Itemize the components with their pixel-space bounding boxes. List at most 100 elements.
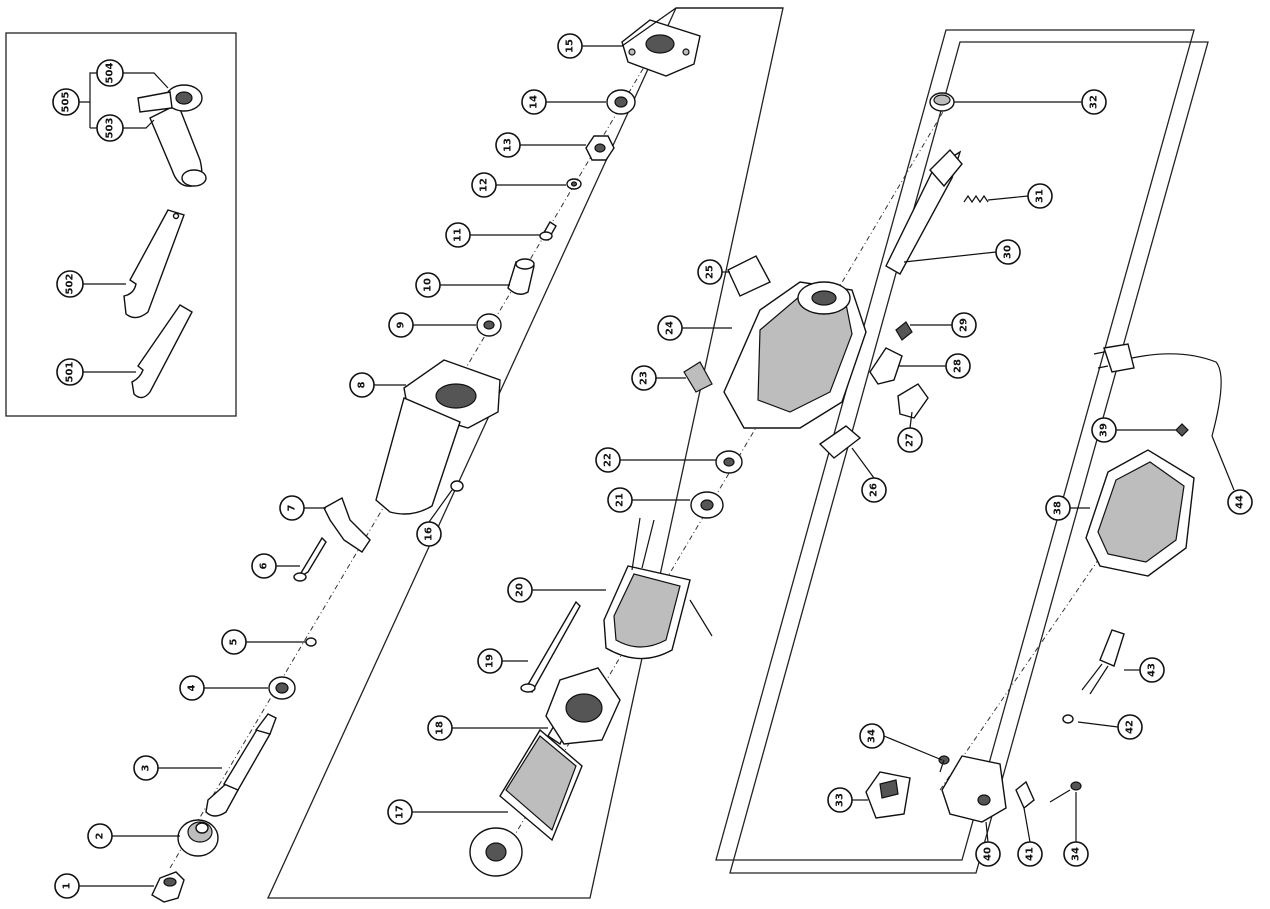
callout-40: 40	[975, 841, 1001, 867]
housing-section-frame-back	[715, 29, 1195, 861]
part-22-bearing	[715, 450, 743, 474]
callout-8: 8	[349, 372, 375, 398]
callout-3: 3	[133, 755, 159, 781]
svg-text:24: 24	[665, 321, 676, 335]
part-20-stator	[603, 517, 713, 660]
callout-26: 26	[861, 477, 887, 503]
svg-text:31: 31	[1035, 189, 1046, 203]
part-12-washer	[566, 178, 582, 190]
callout-9: 9	[388, 312, 414, 338]
svg-text:10: 10	[423, 278, 434, 292]
part-9-bearing	[476, 313, 502, 337]
svg-text:15: 15	[565, 39, 576, 53]
part-2-collet	[177, 819, 219, 857]
part-18-baffle	[545, 667, 621, 745]
part-43-cord-guard	[1081, 629, 1125, 695]
part-41-clamp	[1015, 780, 1035, 810]
callout-10: 10	[415, 272, 441, 298]
svg-text:4: 4	[187, 684, 198, 691]
svg-text:19: 19	[485, 654, 496, 668]
svg-text:27: 27	[905, 433, 916, 447]
callout-23: 23	[631, 365, 657, 391]
part-29-brush	[895, 321, 913, 341]
callout-4: 4	[179, 675, 205, 701]
callout-34-bottom: 34	[1063, 841, 1089, 867]
svg-text:41: 41	[1025, 847, 1036, 861]
part-24-motor-housing	[723, 281, 867, 429]
part-27-brush-cap	[897, 383, 929, 419]
svg-text:16: 16	[424, 527, 435, 541]
callout-34-top: 34	[859, 723, 885, 749]
svg-text:42: 42	[1125, 720, 1136, 734]
switch-axis	[939, 469, 1161, 791]
svg-text:21: 21	[615, 493, 626, 507]
part-38-handle-cover	[1085, 449, 1195, 577]
part-28-brush-holder	[869, 347, 903, 385]
callout-19: 19	[477, 648, 503, 674]
svg-text:28: 28	[953, 359, 964, 373]
part-7-bracket	[323, 496, 371, 553]
part-34-screw-bottom	[1049, 781, 1082, 803]
svg-text:17: 17	[395, 805, 406, 819]
callout-18: 18	[427, 715, 453, 741]
part-40-switch-base	[941, 755, 1007, 823]
callout-14: 14	[521, 89, 547, 115]
callout-21: 21	[607, 487, 633, 513]
part-31-spring	[963, 194, 989, 204]
svg-text:32: 32	[1089, 95, 1100, 109]
callout-11: 11	[445, 222, 471, 248]
housing-section-frame-front	[729, 41, 1209, 874]
callout-2: 2	[87, 823, 113, 849]
part-10-sleeve	[507, 258, 535, 295]
part-1-nut	[151, 871, 185, 903]
svg-text:505: 505	[61, 92, 72, 113]
svg-text:2: 2	[95, 832, 106, 839]
accessories-box	[5, 32, 237, 417]
part-15-housing-plate	[621, 19, 701, 77]
callout-33: 33	[827, 787, 853, 813]
callout-44: 44	[1227, 489, 1253, 515]
svg-text:3: 3	[141, 764, 152, 771]
callout-6: 6	[251, 553, 277, 579]
callout-501: 501	[56, 358, 84, 386]
svg-text:20: 20	[515, 583, 526, 597]
callout-20: 20	[507, 577, 533, 603]
part-4-bearing	[268, 676, 296, 700]
svg-text:501: 501	[65, 362, 76, 383]
svg-text:44: 44	[1235, 495, 1246, 509]
svg-text:29: 29	[959, 318, 970, 332]
svg-text:1: 1	[62, 882, 73, 889]
part-16-washer	[450, 480, 464, 492]
part-6-screw	[293, 536, 327, 582]
svg-text:11: 11	[453, 228, 464, 242]
part-11-bolt	[539, 221, 557, 241]
svg-text:26: 26	[869, 483, 880, 497]
svg-text:22: 22	[603, 453, 614, 467]
callout-12: 12	[471, 172, 497, 198]
wrench-502	[123, 209, 185, 319]
part-19-screw	[520, 600, 581, 694]
callout-1: 1	[54, 873, 80, 899]
callout-43: 43	[1139, 657, 1165, 683]
callout-505: 505	[52, 88, 80, 116]
motor-axis	[499, 99, 951, 861]
callout-29: 29	[951, 312, 977, 338]
svg-text:13: 13	[503, 138, 514, 152]
svg-text:38: 38	[1053, 501, 1064, 515]
callout-25: 25	[697, 259, 723, 285]
callout-504: 504	[96, 59, 124, 87]
svg-text:12: 12	[479, 178, 490, 192]
part-21-fan	[690, 491, 724, 519]
svg-text:34: 34	[867, 729, 878, 743]
part-26-label	[818, 425, 862, 459]
callout-39: 39	[1091, 417, 1117, 443]
part-25-label	[727, 255, 771, 297]
callout-16: 16	[416, 521, 442, 547]
callout-41: 41	[1017, 841, 1043, 867]
part-44-power-cord	[1093, 343, 1222, 437]
part-33-switch	[865, 771, 911, 819]
callouts: 1 2 3 4 5 6 7 8 9 10 11 12 13 14 15 16 1…	[52, 33, 1253, 899]
callout-17: 17	[387, 799, 413, 825]
part-39-screw	[1175, 423, 1189, 437]
